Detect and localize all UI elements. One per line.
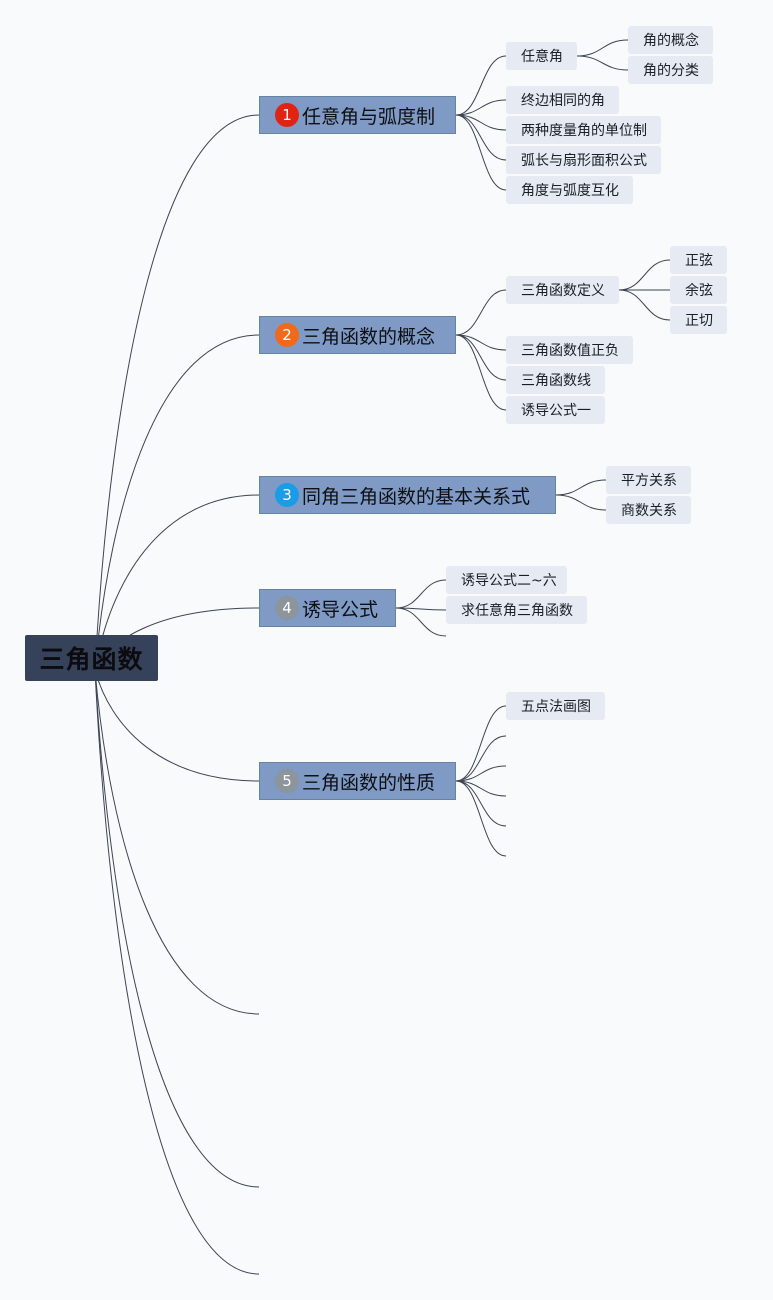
b2-link-3 bbox=[455, 334, 507, 411]
b3-link-0 bbox=[555, 479, 607, 496]
b1-sub-link-1 bbox=[576, 55, 629, 71]
b2-link-1 bbox=[455, 334, 507, 351]
b1-link-2 bbox=[455, 114, 507, 131]
b2-link-0 bbox=[455, 289, 507, 336]
b2-link-2 bbox=[455, 334, 507, 381]
leaf-renyijiao[interactable]: 任意角 bbox=[506, 42, 577, 70]
branch-5-node[interactable]: 5 三角函数的性质 bbox=[259, 762, 456, 800]
number-3-badge: 3 bbox=[275, 483, 299, 507]
leaf-jiaodu-hudu[interactable]: 角度与弧度互化 bbox=[506, 176, 633, 204]
leaf-yuxian[interactable]: 余弦 bbox=[670, 276, 727, 304]
b1-link-4 bbox=[455, 114, 507, 191]
branch-5-label: 三角函数的性质 bbox=[302, 771, 436, 794]
leaf-qiu-renyijiao[interactable]: 求任意角三角函数 bbox=[446, 596, 587, 624]
branch-3-label: 同角三角函数的基本关系式 bbox=[302, 485, 531, 508]
branch-2-label: 三角函数的概念 bbox=[302, 325, 436, 348]
root-to-branch-1 bbox=[94, 114, 260, 671]
leaf-zhongbian[interactable]: 终边相同的角 bbox=[506, 86, 619, 114]
root-to-stub-8 bbox=[94, 669, 260, 1275]
leaf-youdao-1[interactable]: 诱导公式一 bbox=[506, 396, 605, 424]
b1-link-0 bbox=[455, 55, 507, 116]
b2-sub-link-2 bbox=[618, 289, 671, 321]
leaf-jiao-de-fenlei[interactable]: 角的分类 bbox=[628, 56, 713, 84]
number-1-badge: 1 bbox=[275, 103, 299, 127]
b3-link-1 bbox=[555, 494, 607, 511]
branch-1-label: 任意角与弧度制 bbox=[302, 105, 436, 128]
branch-1-node[interactable]: 1 任意角与弧度制 bbox=[259, 96, 456, 134]
leaf-jiao-de-gainian[interactable]: 角的概念 bbox=[628, 26, 713, 54]
b5-link-3 bbox=[455, 780, 507, 797]
leaf-shangshu[interactable]: 商数关系 bbox=[606, 496, 691, 524]
b4-link-2 bbox=[395, 607, 447, 637]
leaf-hanshuxian[interactable]: 三角函数线 bbox=[506, 366, 605, 394]
root-to-branch-2 bbox=[94, 334, 260, 671]
root-to-stub-7 bbox=[94, 669, 260, 1188]
b5-link-2 bbox=[455, 765, 507, 782]
leaf-youdao-2-6[interactable]: 诱导公式二~六 bbox=[446, 566, 567, 594]
number-5-badge: 5 bbox=[275, 769, 299, 793]
branch-4-label: 诱导公式 bbox=[302, 598, 379, 621]
b2-sub-link-0 bbox=[618, 259, 671, 291]
number-2-badge: 2 bbox=[275, 323, 299, 347]
leaf-zhengqie[interactable]: 正切 bbox=[670, 306, 727, 334]
branch-2-node[interactable]: 2 三角函数的概念 bbox=[259, 316, 456, 354]
root-to-stub-6 bbox=[94, 669, 260, 1015]
branch-3-node[interactable]: 3 同角三角函数的基本关系式 bbox=[259, 476, 556, 514]
leaf-zhi-zhengfu[interactable]: 三角函数值正负 bbox=[506, 336, 633, 364]
leaf-hanshu-dingyi[interactable]: 三角函数定义 bbox=[506, 276, 619, 304]
leaf-wudianfa[interactable]: 五点法画图 bbox=[506, 692, 605, 720]
b4-link-0 bbox=[395, 579, 447, 609]
b5-link-5 bbox=[455, 780, 507, 857]
leaf-hucahng-shanxing[interactable]: 弧长与扇形面积公式 bbox=[506, 146, 661, 174]
number-4-badge: 4 bbox=[275, 596, 299, 620]
b5-link-4 bbox=[455, 780, 507, 827]
b5-link-0 bbox=[455, 705, 507, 782]
leaf-zhengxian[interactable]: 正弦 bbox=[670, 246, 727, 274]
leaf-pingfang[interactable]: 平方关系 bbox=[606, 466, 691, 494]
b1-link-1 bbox=[455, 99, 507, 116]
root-node[interactable]: 三角函数 bbox=[25, 635, 158, 681]
branch-4-node[interactable]: 4 诱导公式 bbox=[259, 589, 396, 627]
leaf-danweizhi[interactable]: 两种度量角的单位制 bbox=[506, 116, 661, 144]
b5-link-1 bbox=[455, 735, 507, 782]
b1-sub-link-0 bbox=[576, 39, 629, 57]
root-to-branch-5 bbox=[94, 669, 260, 782]
b1-link-3 bbox=[455, 114, 507, 161]
